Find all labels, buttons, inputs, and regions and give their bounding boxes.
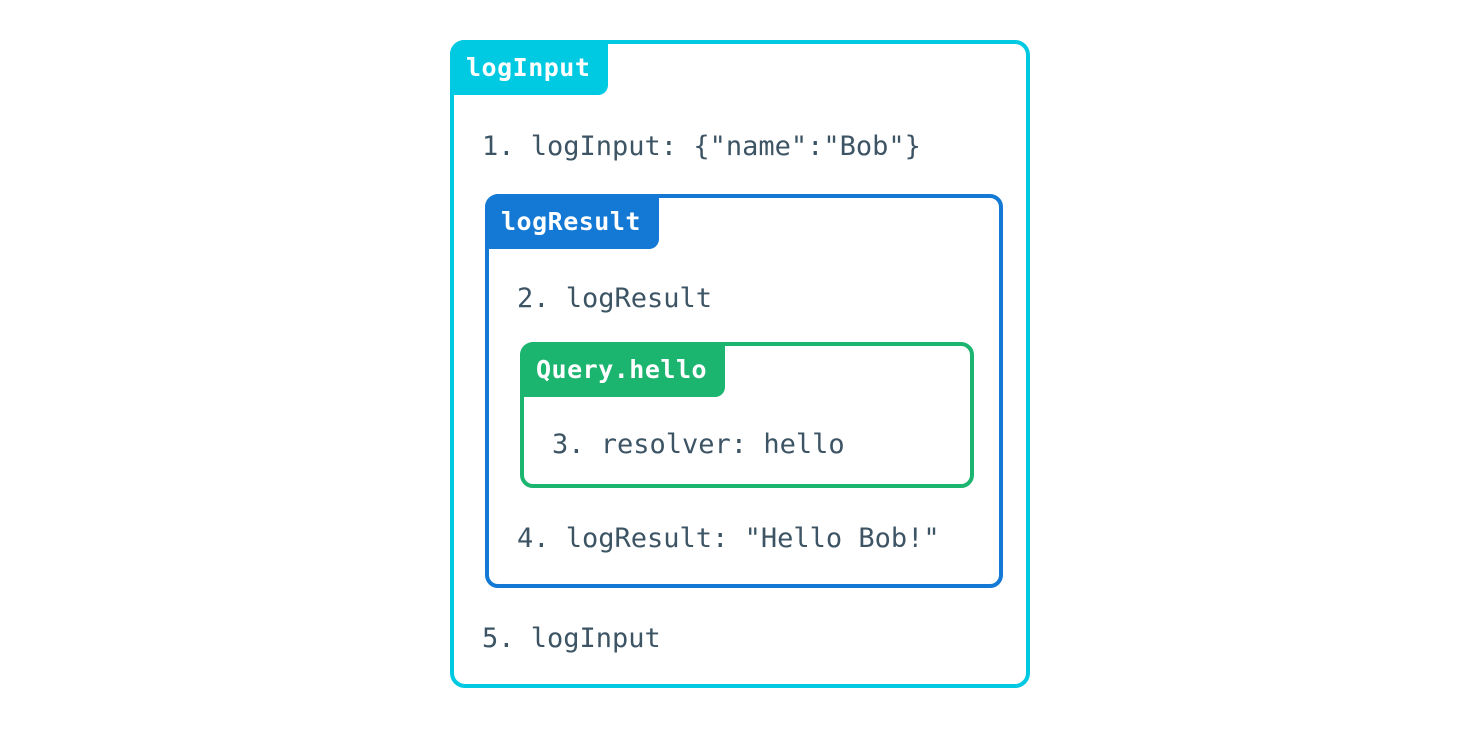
logresult-tab-label: logResult bbox=[485, 194, 659, 249]
query-hello-box: Query.hello 3. resolver: hello bbox=[520, 342, 974, 488]
loginput-tab-label: logInput bbox=[450, 40, 609, 95]
logresult-box: logResult 2. logResult Query.hello 3. re… bbox=[485, 194, 1003, 588]
trace-line-1: 1. logInput: {"name":"Bob"} bbox=[482, 131, 921, 162]
trace-line-3: 3. resolver: hello bbox=[552, 429, 845, 460]
trace-line-2: 2. logResult bbox=[517, 283, 713, 314]
trace-line-5: 5. logInput bbox=[482, 623, 661, 654]
query-hello-tab-label: Query.hello bbox=[520, 342, 726, 397]
loginput-box: logInput 1. logInput: {"name":"Bob"} log… bbox=[450, 40, 1030, 688]
trace-line-4: 4. logResult: "Hello Bob!" bbox=[517, 523, 940, 554]
